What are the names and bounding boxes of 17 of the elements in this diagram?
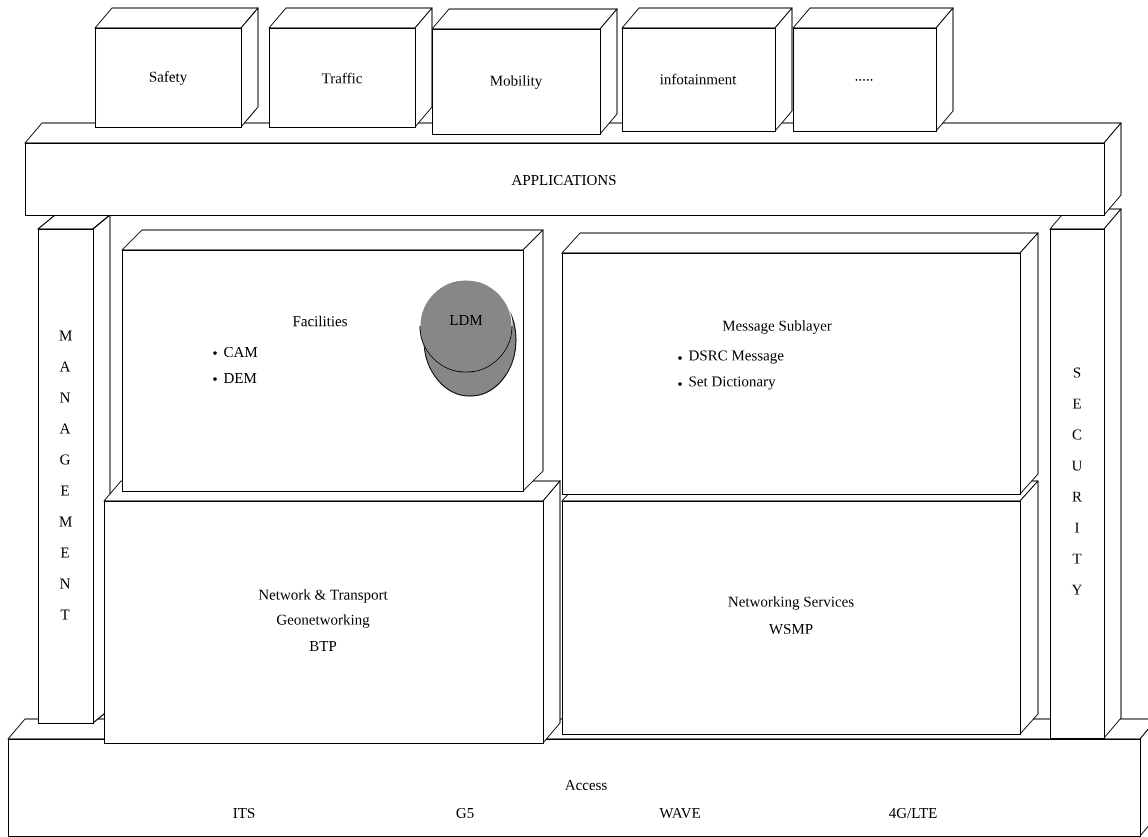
column-block: M A N A G E M E N T: [37, 214, 111, 724]
application-block: .....: [792, 7, 954, 132]
layer-block: APPLICATIONS: [24, 122, 1122, 216]
application-block: Traffic: [268, 7, 433, 128]
layer-block: Network & Transport Geonetworking BTP: [103, 480, 561, 744]
layer-block: Networking Services WSMP: [561, 480, 1039, 735]
layer-block: Message Sublayer DSRC Message Set Dictionary: [561, 232, 1039, 495]
application-block: Mobility: [431, 8, 618, 135]
application-block: infotainment: [621, 7, 793, 132]
base-block: Access ITS G5 WAVE 4G/LTE: [7, 718, 1148, 837]
application-block: Safety: [94, 7, 259, 128]
node-label: ITS: [233, 807, 255, 819]
node-label: G5: [456, 807, 474, 819]
node-label: 4G/LTE: [889, 807, 937, 819]
column-block: S E C U R I T Y: [1049, 208, 1122, 739]
node-label: Access: [564, 779, 607, 791]
node-label: WAVE: [659, 807, 700, 819]
